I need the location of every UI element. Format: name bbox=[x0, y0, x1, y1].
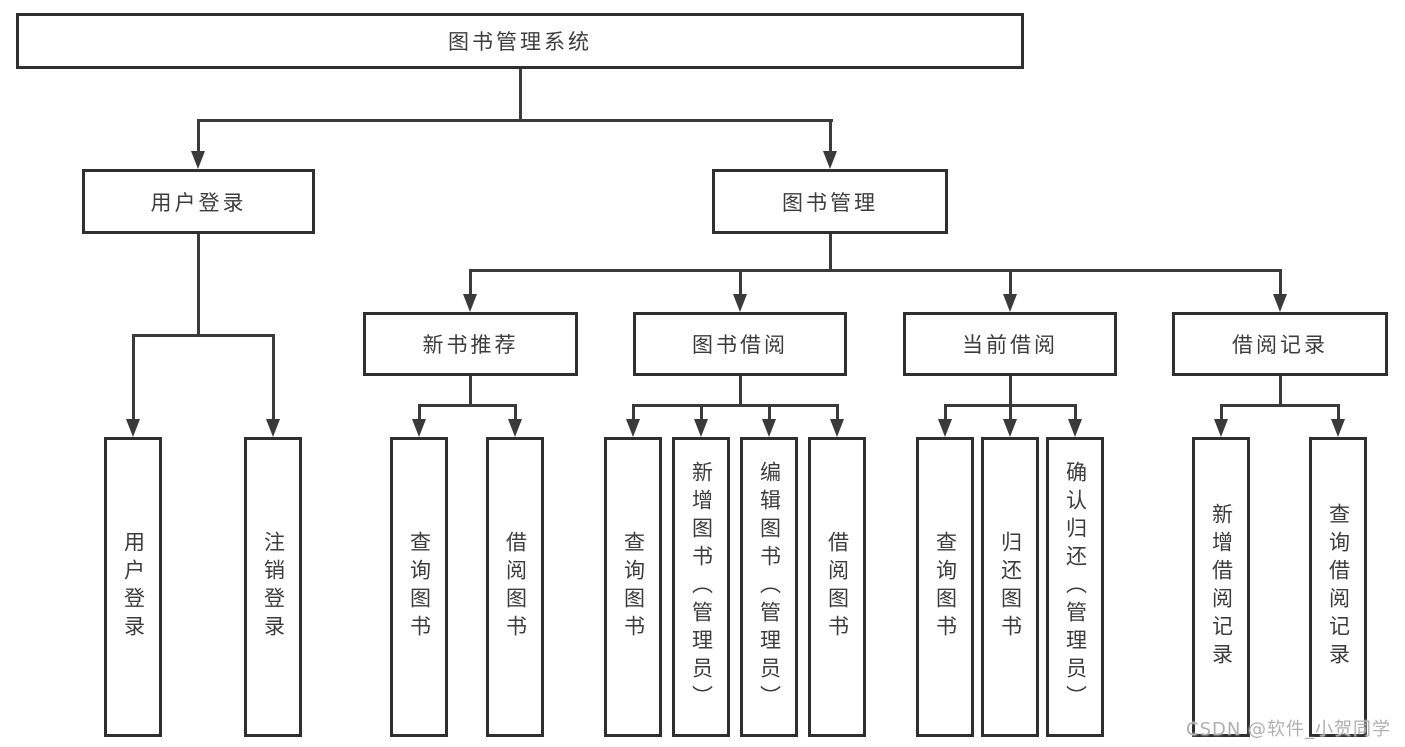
leaf-current-return-books: 归还图书 bbox=[981, 437, 1039, 737]
connector-line bbox=[1074, 404, 1077, 421]
arrowhead-down-icon bbox=[1331, 419, 1345, 437]
connector-line bbox=[829, 234, 832, 272]
arrowhead-down-icon bbox=[463, 294, 477, 312]
leaf-label: 确认归还（管理员） bbox=[1063, 461, 1088, 713]
arrowhead-down-icon bbox=[938, 419, 952, 437]
leaf-label: 查询借阅记录 bbox=[1326, 503, 1351, 671]
leaf-label: 借阅图书 bbox=[825, 531, 850, 643]
connector-line bbox=[829, 119, 832, 153]
connector-line bbox=[418, 404, 517, 407]
connector-line bbox=[1337, 404, 1340, 421]
connector-line bbox=[197, 119, 833, 122]
arrowhead-down-icon bbox=[508, 419, 522, 437]
leaf-borrowing-edit-books-admin: 编辑图书（管理员） bbox=[740, 437, 798, 737]
node-book-management: 图书管理 bbox=[712, 169, 948, 234]
leaf-records-query-borrow-record: 查询借阅记录 bbox=[1309, 437, 1367, 737]
connector-line bbox=[272, 334, 275, 422]
connector-line bbox=[514, 404, 517, 421]
connector-line bbox=[836, 404, 839, 421]
connector-line bbox=[469, 269, 1281, 272]
connector-line bbox=[132, 334, 275, 337]
node-label: 图书管理 bbox=[782, 190, 878, 215]
connector-line bbox=[1009, 376, 1012, 406]
connector-line bbox=[469, 269, 472, 296]
arrowhead-down-icon bbox=[694, 419, 708, 437]
connector-line bbox=[632, 404, 635, 421]
connector-line bbox=[768, 404, 771, 421]
connector-line bbox=[519, 69, 522, 121]
leaf-label: 注销登录 bbox=[261, 531, 286, 643]
leaf-label: 归还图书 bbox=[998, 531, 1023, 643]
arrowhead-down-icon bbox=[1003, 294, 1017, 312]
node-label: 用户登录 bbox=[150, 190, 247, 215]
connector-line bbox=[632, 404, 839, 407]
arrowhead-down-icon bbox=[1214, 419, 1228, 437]
node-label: 借阅记录 bbox=[1232, 333, 1328, 357]
node-current-borrowing: 当前借阅 bbox=[903, 312, 1117, 376]
node-label: 图书管理系统 bbox=[448, 30, 592, 54]
node-borrowing-records: 借阅记录 bbox=[1172, 312, 1388, 376]
arrowhead-down-icon bbox=[823, 151, 837, 169]
connector-line bbox=[1279, 376, 1282, 406]
leaf-borrowing-add-books-admin: 新增图书（管理员） bbox=[672, 437, 730, 737]
arrowhead-down-icon bbox=[126, 419, 140, 437]
leaf-current-query-books: 查询图书 bbox=[916, 437, 974, 737]
arrowhead-down-icon bbox=[1068, 419, 1082, 437]
leaf-label: 查询图书 bbox=[933, 531, 958, 643]
arrowhead-down-icon bbox=[191, 151, 205, 169]
node-library-management-system: 图书管理系统 bbox=[16, 13, 1024, 69]
leaf-label: 借阅图书 bbox=[503, 531, 528, 643]
leaf-newbook-borrow-books: 借阅图书 bbox=[486, 437, 544, 737]
arrowhead-down-icon bbox=[762, 419, 776, 437]
connector-line bbox=[1220, 404, 1223, 421]
arrowhead-down-icon bbox=[266, 419, 280, 437]
connector-line bbox=[1009, 404, 1012, 421]
node-book-borrowing: 图书借阅 bbox=[633, 312, 847, 376]
leaf-label: 查询图书 bbox=[621, 531, 646, 643]
leaf-borrowing-borrow-books: 借阅图书 bbox=[808, 437, 866, 737]
connector-line bbox=[1279, 269, 1282, 296]
arrowhead-down-icon bbox=[830, 419, 844, 437]
arrowhead-down-icon bbox=[626, 419, 640, 437]
node-label: 当前借阅 bbox=[962, 333, 1058, 357]
connector-line bbox=[700, 404, 703, 421]
connector-line bbox=[739, 269, 742, 296]
leaf-label: 新增借阅记录 bbox=[1209, 503, 1234, 671]
leaf-records-add-borrow-record: 新增借阅记录 bbox=[1192, 437, 1250, 737]
connector-line bbox=[197, 234, 200, 336]
node-label: 新书推荐 bbox=[422, 333, 519, 357]
connector-line bbox=[197, 119, 200, 153]
arrowhead-down-icon bbox=[412, 419, 426, 437]
leaf-user-login: 用户登录 bbox=[104, 437, 162, 737]
leaf-borrowing-query-books: 查询图书 bbox=[604, 437, 662, 737]
connector-line bbox=[944, 404, 947, 421]
leaf-label: 新增图书（管理员） bbox=[689, 461, 714, 713]
connector-line bbox=[1009, 269, 1012, 296]
node-label: 图书借阅 bbox=[692, 333, 788, 357]
connector-line bbox=[739, 376, 742, 406]
leaf-current-confirm-return-admin: 确认归还（管理员） bbox=[1046, 437, 1104, 737]
leaf-logout: 注销登录 bbox=[244, 437, 302, 737]
leaf-label: 编辑图书（管理员） bbox=[757, 461, 782, 713]
leaf-label: 查询图书 bbox=[407, 531, 432, 643]
csdn-watermark: CSDN @软件_小贺同学 bbox=[1186, 719, 1392, 740]
arrowhead-down-icon bbox=[733, 294, 747, 312]
connector-line bbox=[1220, 404, 1340, 407]
connector-line bbox=[132, 334, 135, 422]
arrowhead-down-icon bbox=[1273, 294, 1287, 312]
leaf-label: 用户登录 bbox=[121, 531, 146, 643]
arrowhead-down-icon bbox=[1003, 419, 1017, 437]
node-user-login-group: 用户登录 bbox=[82, 169, 315, 234]
connector-line bbox=[418, 404, 421, 421]
node-new-book-recommend: 新书推荐 bbox=[363, 312, 578, 376]
connector-line bbox=[469, 376, 472, 406]
leaf-newbook-query-books: 查询图书 bbox=[390, 437, 448, 737]
